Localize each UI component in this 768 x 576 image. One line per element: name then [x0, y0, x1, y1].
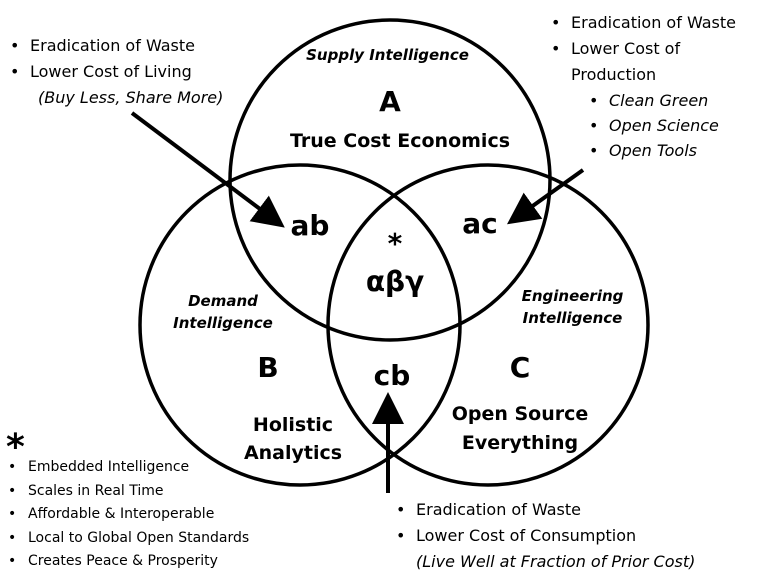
note-item: Eradication of Waste [8, 33, 223, 59]
engineering-intelligence-line1: Engineering [521, 287, 624, 305]
note-subtext-text: Production [571, 65, 657, 84]
note-subtext-text: (Live Well at Fraction of Prior Cost) [416, 552, 696, 571]
note-item: Local to Global Open Standards [6, 527, 249, 551]
note-subitem: Open Science [587, 113, 736, 138]
note-subitem: Clean Green [587, 88, 736, 113]
note-item: Affordable & Interoperable [6, 503, 249, 527]
holistic-analytics-line2: Analytics [243, 441, 343, 464]
note-subtext: Production [549, 62, 736, 88]
circle-c [326, 163, 650, 487]
arrow-to-ab [130, 111, 285, 228]
intersection-cb: cb [373, 359, 411, 392]
holistic-analytics-line1: Holistic [252, 414, 334, 436]
note-item: Eradication of Waste [394, 497, 695, 523]
note-subtext: (Buy Less, Share More) [8, 85, 223, 111]
note-subtext: (Live Well at Fraction of Prior Cost) [394, 549, 695, 575]
note-subtext-text: (Buy Less, Share More) [38, 88, 224, 107]
note-subitem-list: Clean Green Open Science Open Tools [587, 88, 736, 163]
arrow-to-ac [506, 168, 585, 225]
engineering-intelligence-line2: Intelligence [522, 308, 623, 327]
note-item: Lower Cost of [549, 36, 736, 62]
open-source-everything-label: Open Source Everything [440, 400, 600, 457]
circle-b [138, 163, 462, 487]
note-item: Embedded Intelligence [6, 456, 249, 480]
letter-b: B [257, 351, 279, 384]
note-item: Creates Peace & Prosperity [6, 550, 249, 574]
note-subitems: Clean Green Open Science Open Tools [549, 88, 736, 163]
top-left-note: Eradication of Waste Lower Cost of Livin… [8, 33, 223, 111]
intersection-ac: ac [462, 207, 498, 240]
bottom-right-note: Eradication of Waste Lower Cost of Consu… [394, 497, 695, 575]
note-subitem: Open Tools [587, 138, 736, 163]
demand-intelligence-line1: Demand [188, 292, 258, 310]
demand-intelligence-title: Demand Intelligence [158, 291, 288, 335]
holistic-analytics-label: Holistic Analytics [228, 412, 358, 467]
note-item: Eradication of Waste [549, 10, 736, 36]
top-right-note: Eradication of Waste Lower Cost of Produ… [549, 10, 736, 163]
note-item: Lower Cost of Consumption [394, 523, 695, 549]
note-item: Lower Cost of Living [8, 59, 223, 85]
demand-intelligence-line2: Intelligence [173, 313, 273, 332]
true-cost-economics-label: True Cost Economics [289, 130, 511, 152]
engineering-intelligence-title: Engineering Intelligence [505, 286, 640, 330]
supply-intelligence-title: Supply Intelligence [306, 46, 469, 64]
letter-a: A [379, 85, 401, 118]
open-source-everything-line1: Open Source [451, 403, 589, 425]
center-alpha-beta-gamma: αβγ [365, 265, 425, 298]
center-star: * [387, 227, 403, 260]
open-source-everything-line2: Everything [461, 431, 579, 454]
letter-c: C [509, 351, 531, 384]
note-item: Scales in Real Time [6, 480, 249, 504]
bottom-left-note: Embedded Intelligence Scales in Real Tim… [6, 456, 249, 574]
intersection-ab: ab [290, 209, 330, 242]
